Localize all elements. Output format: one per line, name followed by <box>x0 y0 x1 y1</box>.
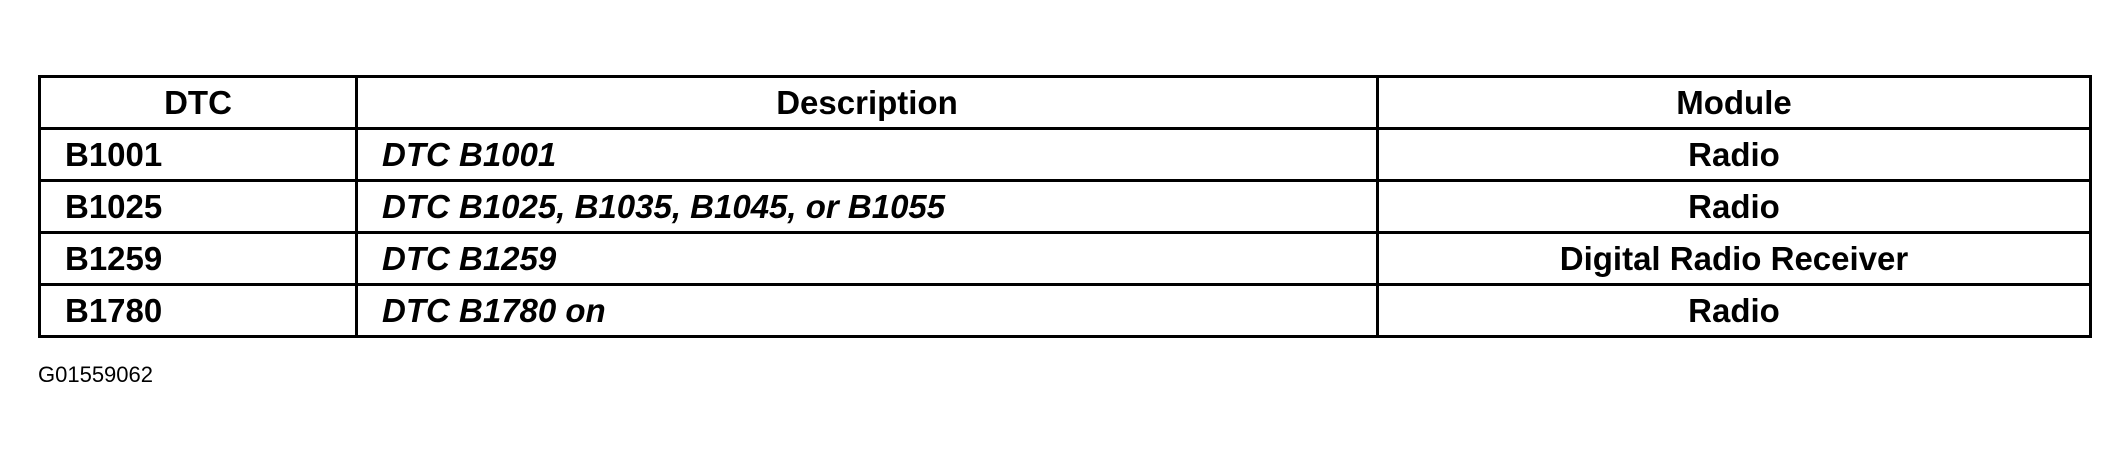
description-link[interactable]: DTC B1025, B1035, B1045, or B1055 <box>355 179 1379 234</box>
table-row: B1780 DTC B1780 on Radio <box>38 283 2092 338</box>
figure-id: G01559062 <box>38 362 153 387</box>
description-link[interactable]: DTC B1001 <box>355 127 1379 182</box>
dtc-code-cell: B1259 <box>38 231 358 286</box>
table-row: B1259 DTC B1259 Digital Radio Receiver <box>38 231 2092 286</box>
module-cell: Radio <box>1376 179 2092 234</box>
header-description: Description <box>355 75 1379 130</box>
module-cell: Digital Radio Receiver <box>1376 231 2092 286</box>
header-module: Module <box>1376 75 2092 130</box>
description-link[interactable]: DTC B1780 on <box>355 283 1379 338</box>
module-cell: Radio <box>1376 127 2092 182</box>
description-link[interactable]: DTC B1259 <box>355 231 1379 286</box>
header-dtc: DTC <box>38 75 358 130</box>
dtc-table: DTC Description Module B1001 DTC B1001 R… <box>38 75 2092 338</box>
table-header-row: DTC Description Module <box>38 75 2092 130</box>
dtc-code-cell: B1780 <box>38 283 358 338</box>
table-row: B1001 DTC B1001 Radio <box>38 127 2092 182</box>
dtc-code-cell: B1001 <box>38 127 358 182</box>
table-row: B1025 DTC B1025, B1035, B1045, or B1055 … <box>38 179 2092 234</box>
dtc-code-cell: B1025 <box>38 179 358 234</box>
module-cell: Radio <box>1376 283 2092 338</box>
